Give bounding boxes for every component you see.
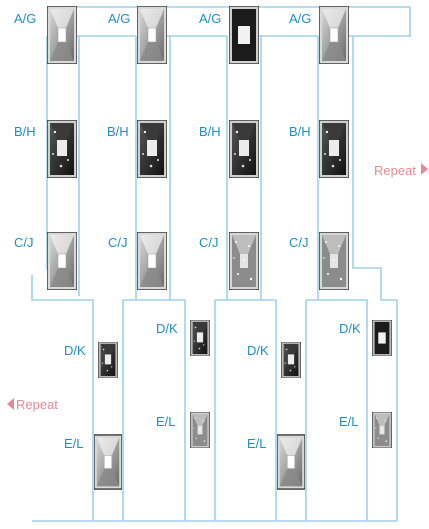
tile-d-k-3 bbox=[280, 342, 302, 378]
tile-label: A/G bbox=[14, 11, 36, 26]
tile-label: B/H bbox=[107, 124, 129, 139]
tile-label: D/K bbox=[156, 321, 178, 336]
tile-b-h-1 bbox=[47, 120, 77, 178]
tile-label: C/J bbox=[14, 235, 34, 250]
row-a-g: A/G A/G A/G A/G bbox=[14, 6, 349, 64]
tile-label: E/L bbox=[64, 436, 84, 451]
repeat-left-label: Repeat bbox=[16, 397, 58, 412]
tile-label: D/K bbox=[247, 343, 269, 358]
tile-label: C/J bbox=[108, 235, 128, 250]
tile-b-h-2 bbox=[137, 120, 167, 178]
tile-a-g-1 bbox=[47, 6, 77, 64]
repeat-right-marker: Repeat bbox=[374, 163, 428, 178]
tile-label: A/G bbox=[289, 11, 311, 26]
tile-label: D/K bbox=[64, 343, 86, 358]
tile-label: A/G bbox=[108, 11, 130, 26]
tile-label: E/L bbox=[156, 414, 176, 429]
tile-c-j-1 bbox=[47, 232, 77, 290]
tile-label: B/H bbox=[14, 124, 36, 139]
tile-a-g-2 bbox=[137, 6, 167, 64]
tile-c-j-4 bbox=[319, 232, 349, 290]
track-lines bbox=[31, 6, 411, 522]
tile-e-l-3 bbox=[277, 434, 305, 490]
tile-e-l-2 bbox=[189, 412, 211, 448]
row-b-h: B/H B/H B/H B/H bbox=[14, 120, 349, 178]
tile-b-h-3 bbox=[229, 120, 259, 178]
tile-label: E/L bbox=[247, 436, 267, 451]
tile-label: B/H bbox=[289, 124, 311, 139]
tile-a-g-4 bbox=[319, 6, 349, 64]
tile-d-k-2 bbox=[189, 320, 211, 356]
tile-label: C/J bbox=[289, 235, 309, 250]
tile-d-k-4 bbox=[371, 320, 393, 356]
tile-c-j-2 bbox=[137, 232, 167, 290]
tile-b-h-4 bbox=[319, 120, 349, 178]
tile-e-l-4 bbox=[371, 412, 393, 448]
tile-label: B/H bbox=[199, 124, 221, 139]
tile-a-g-3 bbox=[229, 6, 259, 64]
row-e-l: E/L E/L E/L E/L bbox=[64, 412, 393, 490]
arrow-left-icon bbox=[7, 398, 14, 410]
repeat-left-marker: Repeat bbox=[7, 397, 58, 412]
tile-c-j-3 bbox=[229, 232, 259, 290]
tile-e-l-1 bbox=[94, 434, 122, 490]
tile-label: A/G bbox=[199, 11, 221, 26]
tile-label: E/L bbox=[339, 414, 359, 429]
row-d-k: D/K D/K D/K D/K bbox=[64, 320, 393, 378]
arrow-right-icon bbox=[421, 163, 428, 175]
tile-d-k-1 bbox=[97, 342, 119, 378]
tile-label: C/J bbox=[199, 235, 219, 250]
tile-label: D/K bbox=[339, 321, 361, 336]
row-c-j: C/J C/J C/J C/J bbox=[14, 232, 349, 290]
repeat-right-label: Repeat bbox=[374, 163, 416, 178]
